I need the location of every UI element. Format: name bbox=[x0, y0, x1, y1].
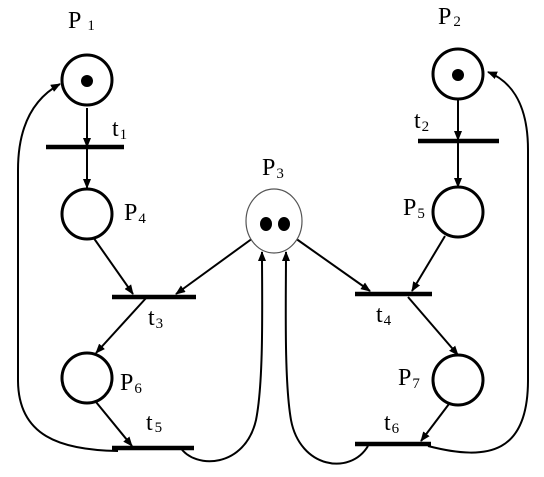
arc-t4-p7 bbox=[407, 296, 459, 356]
label-t4: t4 bbox=[376, 302, 392, 329]
transitions bbox=[46, 138, 499, 451]
arc-t5-p3 bbox=[179, 251, 267, 463]
label-t6: t6 bbox=[384, 410, 400, 437]
arc-t5-p1 bbox=[17, 83, 119, 452]
tokens bbox=[81, 69, 464, 231]
arc-p5-t4 bbox=[411, 235, 446, 292]
arc-p7-t6 bbox=[420, 399, 453, 442]
label-p3: P3 bbox=[262, 155, 284, 182]
label-t2: t2 bbox=[414, 108, 429, 135]
arc-p3-t4 bbox=[294, 237, 371, 292]
places bbox=[60, 47, 485, 407]
arc-t6-p3 bbox=[281, 251, 369, 465]
place-p6 bbox=[60, 351, 114, 405]
arc-p6-t5 bbox=[95, 401, 133, 447]
label-p4: P4 bbox=[124, 200, 146, 227]
label-t1: t1 bbox=[112, 116, 127, 143]
place-p7 bbox=[431, 353, 485, 407]
arc-p3-t3 bbox=[175, 237, 254, 295]
token-p3-b bbox=[278, 217, 290, 231]
place-p5 bbox=[431, 185, 485, 239]
place-p3 bbox=[245, 188, 303, 254]
token-p1 bbox=[81, 75, 93, 87]
arc-p4-t3 bbox=[92, 236, 134, 295]
label-p7: P7 bbox=[398, 365, 420, 392]
arc-t6-p2 bbox=[427, 71, 529, 454]
token-p3-a bbox=[260, 217, 272, 231]
arcs bbox=[17, 71, 529, 465]
token-p2 bbox=[452, 69, 464, 81]
arc-t3-p6 bbox=[95, 296, 148, 354]
place-p4 bbox=[60, 187, 114, 241]
label-p5: P5 bbox=[403, 195, 425, 222]
label-p6: P6 bbox=[120, 370, 142, 397]
label-t3: t3 bbox=[148, 305, 163, 332]
